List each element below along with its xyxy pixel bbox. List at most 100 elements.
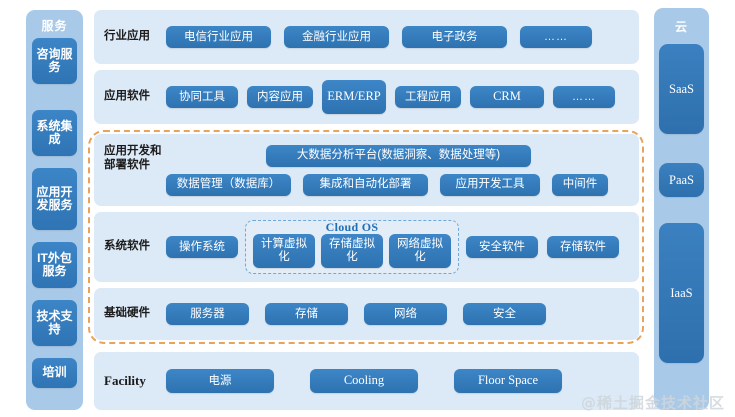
pill-erm-erp[interactable]: ERM/ERP [322, 80, 386, 114]
row-label-industry: 行业应用 [104, 30, 150, 43]
pill-label: Floor Space [477, 373, 539, 388]
service-item-system-integration[interactable]: 系统集成 [32, 110, 77, 156]
cloud-column-title: 云 [674, 20, 688, 34]
row-items-dev-software: 大数据分析平台(数据洞察、数据处理等) 数据管理（数据库） 集成和自动化部署 应… [166, 144, 639, 196]
pill-storage-software[interactable]: 存储软件 [547, 236, 619, 258]
pill-compute-virtualization[interactable]: 计算虚拟化 [253, 234, 315, 268]
pill-storage-virtualization[interactable]: 存储虚拟化 [321, 234, 383, 268]
pill-label: 工程应用 [405, 90, 451, 103]
pill-cooling[interactable]: Cooling [310, 369, 418, 393]
pill-floor-space[interactable]: Floor Space [454, 369, 562, 393]
cloud-os-title: Cloud OS [325, 220, 379, 234]
cloud-layer-label: IaaS [670, 286, 693, 300]
cloud-column: 云 SaaS PaaS IaaS [654, 8, 709, 410]
service-item-app-dev-service[interactable]: 应用开发服务 [32, 168, 77, 230]
pill-label: 电子政务 [431, 30, 478, 43]
pill-label: 应用开发工具 [455, 178, 525, 191]
pill-collaboration-tools[interactable]: 协同工具 [166, 86, 238, 108]
service-item-it-outsourcing[interactable]: IT外包服务 [32, 242, 77, 288]
pill-more-industry[interactable]: …… [520, 26, 592, 48]
services-column-title: 服务 [41, 19, 68, 33]
pill-security-software[interactable]: 安全软件 [466, 236, 538, 258]
pill-telecom-industry-app[interactable]: 电信行业应用 [166, 26, 271, 48]
service-item-consulting[interactable]: 咨询服务 [32, 38, 77, 84]
pill-network[interactable]: 网络 [364, 303, 447, 325]
services-column: 服务 咨询服务 系统集成 应用开发服务 IT外包服务 技术支持 培训 [26, 10, 83, 410]
dev-software-line-platform: 大数据分析平台(数据洞察、数据处理等) [166, 144, 631, 167]
pill-e-government[interactable]: 电子政务 [402, 26, 507, 48]
pill-app-dev-tools[interactable]: 应用开发工具 [440, 173, 540, 196]
pill-security[interactable]: 安全 [463, 303, 546, 325]
pill-label: 电信行业应用 [184, 30, 253, 43]
pill-integration-automation-deploy[interactable]: 集成和自动化部署 [303, 173, 428, 196]
pill-label: 操作系统 [179, 240, 225, 253]
cloud-os-group: Cloud OS 计算虚拟化 存储虚拟化 网络虚拟化 [245, 220, 459, 274]
service-item-tech-support[interactable]: 技术支持 [32, 300, 77, 346]
row-items-system-software: 操作系统 Cloud OS 计算虚拟化 存储虚拟化 网络虚拟化 安全软件 存储软… [166, 220, 639, 274]
row-label-dev-software: 应用开发和部署软件 [104, 145, 162, 171]
pill-label: 计算虚拟化 [261, 238, 307, 263]
pill-label: 存储虚拟化 [329, 238, 375, 263]
row-label-system-software: 系统软件 [104, 240, 150, 253]
pill-label: 网络虚拟化 [397, 238, 443, 263]
pill-label: 中间件 [562, 178, 598, 191]
pill-engineering-application[interactable]: 工程应用 [395, 86, 461, 108]
row-label-app-software: 应用软件 [104, 90, 150, 103]
pill-server[interactable]: 服务器 [166, 303, 249, 325]
cloud-layer-label: SaaS [669, 82, 694, 96]
pill-label: ERM/ERP [327, 89, 381, 104]
cloud-layer-paas[interactable]: PaaS [659, 163, 704, 197]
service-item-label: 咨询服务 [36, 46, 73, 74]
watermark: @稀土掘金技术社区 [580, 394, 725, 412]
service-item-label: 应用开发服务 [36, 184, 73, 212]
row-items-app-software: 协同工具 内容应用 ERM/ERP 工程应用 CRM …… [166, 80, 639, 114]
row-items-hardware: 服务器 存储 网络 安全 [166, 303, 639, 325]
pill-label: 安全软件 [479, 240, 525, 253]
pill-middleware[interactable]: 中间件 [552, 173, 608, 196]
pill-label: 安全 [493, 307, 516, 320]
pill-more-app-software[interactable]: …… [553, 86, 615, 108]
pill-label: 服务器 [190, 307, 225, 320]
pill-label: …… [572, 90, 596, 103]
cloud-layer-iaas[interactable]: IaaS [659, 223, 704, 363]
row-app-dev-deploy-software: 应用开发和部署软件 大数据分析平台(数据洞察、数据处理等) 数据管理（数据库） … [94, 134, 639, 206]
pill-label: 存储软件 [560, 240, 606, 253]
pill-label: Cooling [343, 373, 385, 388]
pill-crm[interactable]: CRM [470, 86, 544, 108]
row-items-facility: 电源 Cooling Floor Space [166, 369, 639, 393]
pill-power[interactable]: 电源 [166, 369, 274, 393]
pill-label: 数据管理（数据库） [176, 178, 281, 191]
service-item-training[interactable]: 培训 [32, 358, 77, 388]
pill-operating-system[interactable]: 操作系统 [166, 236, 238, 258]
row-facility: Facility 电源 Cooling Floor Space [94, 352, 639, 410]
pill-network-virtualization[interactable]: 网络虚拟化 [389, 234, 451, 268]
service-item-label: 系统集成 [36, 118, 73, 146]
dev-software-line-tools: 数据管理（数据库） 集成和自动化部署 应用开发工具 中间件 [166, 173, 631, 196]
pill-label: 存储 [295, 307, 318, 320]
pill-label: CRM [493, 89, 521, 104]
pill-label: 电源 [208, 374, 232, 387]
pill-label: 网络 [394, 307, 417, 320]
row-system-software: 系统软件 操作系统 Cloud OS 计算虚拟化 存储虚拟化 网络虚拟化 安全软… [94, 212, 639, 282]
pill-bigdata-analytics-platform[interactable]: 大数据分析平台(数据洞察、数据处理等) [266, 144, 531, 167]
row-label-hardware: 基础硬件 [104, 307, 150, 320]
pill-content-application[interactable]: 内容应用 [247, 86, 313, 108]
pill-label: 内容应用 [257, 90, 303, 103]
pill-label: 金融行业应用 [302, 30, 371, 43]
service-item-label: 技术支持 [36, 308, 73, 336]
cloud-layer-label: PaaS [669, 173, 694, 187]
pill-label: 协同工具 [179, 90, 225, 103]
service-item-label: 培训 [42, 365, 67, 380]
cloud-layer-saas[interactable]: SaaS [659, 44, 704, 134]
pill-label: …… [544, 30, 568, 43]
row-industry-applications: 行业应用 电信行业应用 金融行业应用 电子政务 …… [94, 10, 639, 64]
pill-storage[interactable]: 存储 [265, 303, 348, 325]
service-item-label: IT外包服务 [37, 250, 72, 278]
row-basic-hardware: 基础硬件 服务器 存储 网络 安全 [94, 288, 639, 340]
row-label-facility: Facility [104, 373, 146, 389]
pill-data-management[interactable]: 数据管理（数据库） [166, 173, 291, 196]
row-items-industry: 电信行业应用 金融行业应用 电子政务 …… [166, 26, 639, 48]
pill-label: 大数据分析平台(数据洞察、数据处理等) [296, 149, 501, 162]
pill-finance-industry-app[interactable]: 金融行业应用 [284, 26, 389, 48]
